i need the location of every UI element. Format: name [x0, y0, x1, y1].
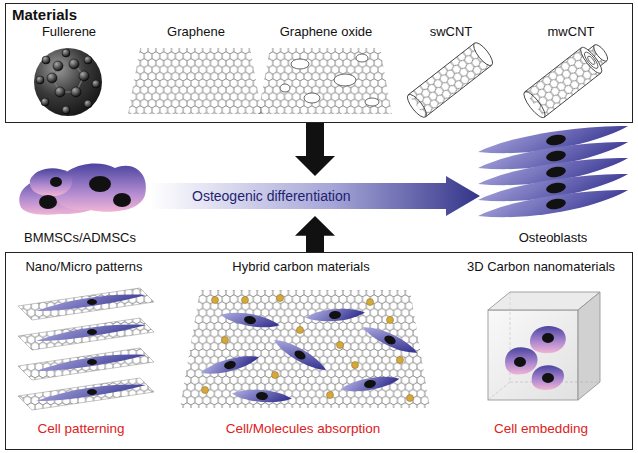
block-arrow	[295, 123, 335, 176]
graphene-sheet	[128, 48, 262, 114]
strategy-panel: Nano/Micro patterns Hybrid carbon materia…	[5, 252, 633, 450]
mwcnt	[521, 38, 614, 120]
strategy-name: 3D Carbon nanomaterials	[467, 259, 615, 275]
material-name: mwCNT	[548, 24, 595, 40]
arrow-body	[150, 176, 480, 216]
patterned-strips	[18, 288, 154, 410]
process-arrow: Osteogenic differentiation	[150, 176, 480, 216]
cell-label: BMMSCs/ADMSCs	[24, 230, 136, 246]
arrow-label: Osteogenic differentiation	[150, 187, 351, 205]
material-name: swCNT	[430, 24, 473, 40]
effect-label: Cell embedding	[494, 421, 588, 437]
strategy-name: Nano/Micro patterns	[25, 259, 142, 275]
hybrid-sheet	[180, 290, 430, 408]
strategy-name: Hybrid carbon materials	[232, 259, 369, 275]
stem-cells	[19, 164, 146, 215]
osteoblast-cells	[478, 126, 628, 217]
panel-heading: Materials	[12, 7, 77, 23]
effect-label: Cell patterning	[37, 421, 124, 437]
scaffold-cube	[488, 292, 600, 400]
graphene-oxide-sheet	[258, 48, 392, 114]
effect-label: Cell/Molecules absorption	[226, 421, 381, 437]
cell-label: Osteoblasts	[519, 230, 588, 246]
block-arrow	[295, 216, 335, 252]
material-name: Graphene oxide	[280, 24, 373, 40]
materials-panel: MaterialsFullerene Graphene Graphene oxide…	[5, 3, 633, 123]
fullerene	[34, 48, 102, 116]
swcnt	[404, 40, 495, 120]
material-name: Fullerene	[42, 24, 96, 40]
material-name: Graphene	[167, 24, 225, 40]
